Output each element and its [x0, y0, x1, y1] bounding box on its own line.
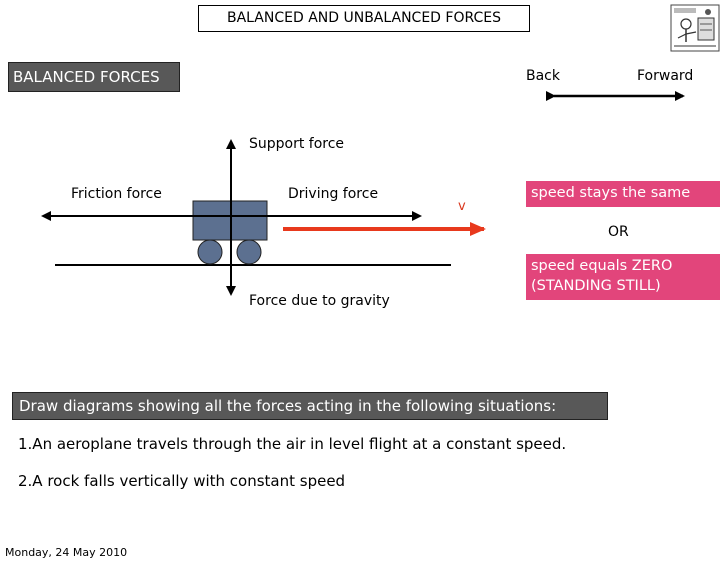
instruction-banner: Draw diagrams showing all the forces act… [12, 392, 608, 420]
outcome-speed-zero-line2: (STANDING STILL) [531, 278, 661, 294]
outcome-speed-zero: speed equals ZERO (STANDING STILL) [526, 254, 720, 300]
forward-label: Forward [637, 68, 694, 84]
or-label: OR [608, 224, 629, 240]
exercise-item-2: 2.A rock falls vertically with constant … [18, 472, 346, 490]
cartoon-image [670, 4, 720, 52]
velocity-label: v [458, 199, 466, 214]
outcome-speed-same: speed stays the same [526, 181, 720, 207]
support-force-label: Support force [249, 136, 345, 152]
exercise-item-1: 1.An aeroplane travels through the air i… [18, 435, 567, 453]
friction-force-label: Friction force [71, 186, 162, 202]
outcome-speed-zero-line1: speed equals ZERO [531, 258, 673, 274]
gravity-force-label: Force due to gravity [249, 293, 390, 309]
slide-title: BALANCED AND UNBALANCED FORCES [198, 5, 530, 32]
footer-date: Monday, 24 May 2010 [5, 546, 128, 559]
balanced-forces-label: BALANCED FORCES [8, 62, 180, 92]
driving-force-label: Driving force [288, 186, 379, 202]
back-label: Back [526, 68, 560, 84]
